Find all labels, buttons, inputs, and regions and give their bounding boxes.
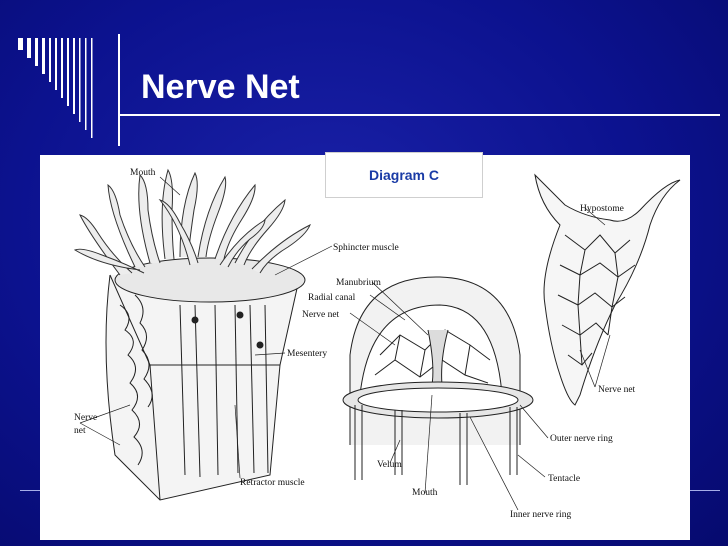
label-tentacle: Tentacle [548,474,580,484]
label-velum: Velum [377,460,402,470]
anemone-leader-lines [79,176,333,479]
label-mouth-anemone: Mouth [130,168,156,178]
decorative-bars-icon [18,38,93,138]
medusa-leader-lines [349,281,549,511]
label-nerve-net-hydra: Nerve net [598,385,636,395]
label-mouth-medusa: Mouth [412,488,438,498]
label-inner-nerve-ring: Inner nerve ring [510,510,571,520]
label-radial-canal: Radial canal [308,293,356,303]
nerve-net-illustration: Mouth Sphincter muscle Mesentery Nerve n… [73,168,681,520]
slide-title: Nerve Net [141,68,300,106]
title-horizontal-rule [120,114,720,116]
medusa-drawing [342,276,534,485]
label-retractor-muscle: Retractor muscle [240,478,305,488]
label-hypostome: Hypostome [580,204,624,214]
hydra-drawing [534,173,681,406]
label-net: net [74,426,86,436]
label-nerve: Nerve [74,413,97,423]
label-sphincter-muscle: Sphincter muscle [333,243,399,253]
nerve-net-figure: Mouth Sphincter muscle Mesentery Nerve n… [40,155,690,540]
title-vertical-rule [118,34,120,146]
label-mesentery: Mesentery [287,349,327,359]
sea-anemone-drawing [73,168,311,501]
hydra-leader-lines [579,207,611,388]
label-manubrium: Manubrium [336,278,381,288]
label-outer-nerve-ring: Outer nerve ring [550,434,613,444]
label-nerve-net-medusa: Nerve net [302,310,340,320]
diagram-c-badge: Diagram C [325,152,483,198]
